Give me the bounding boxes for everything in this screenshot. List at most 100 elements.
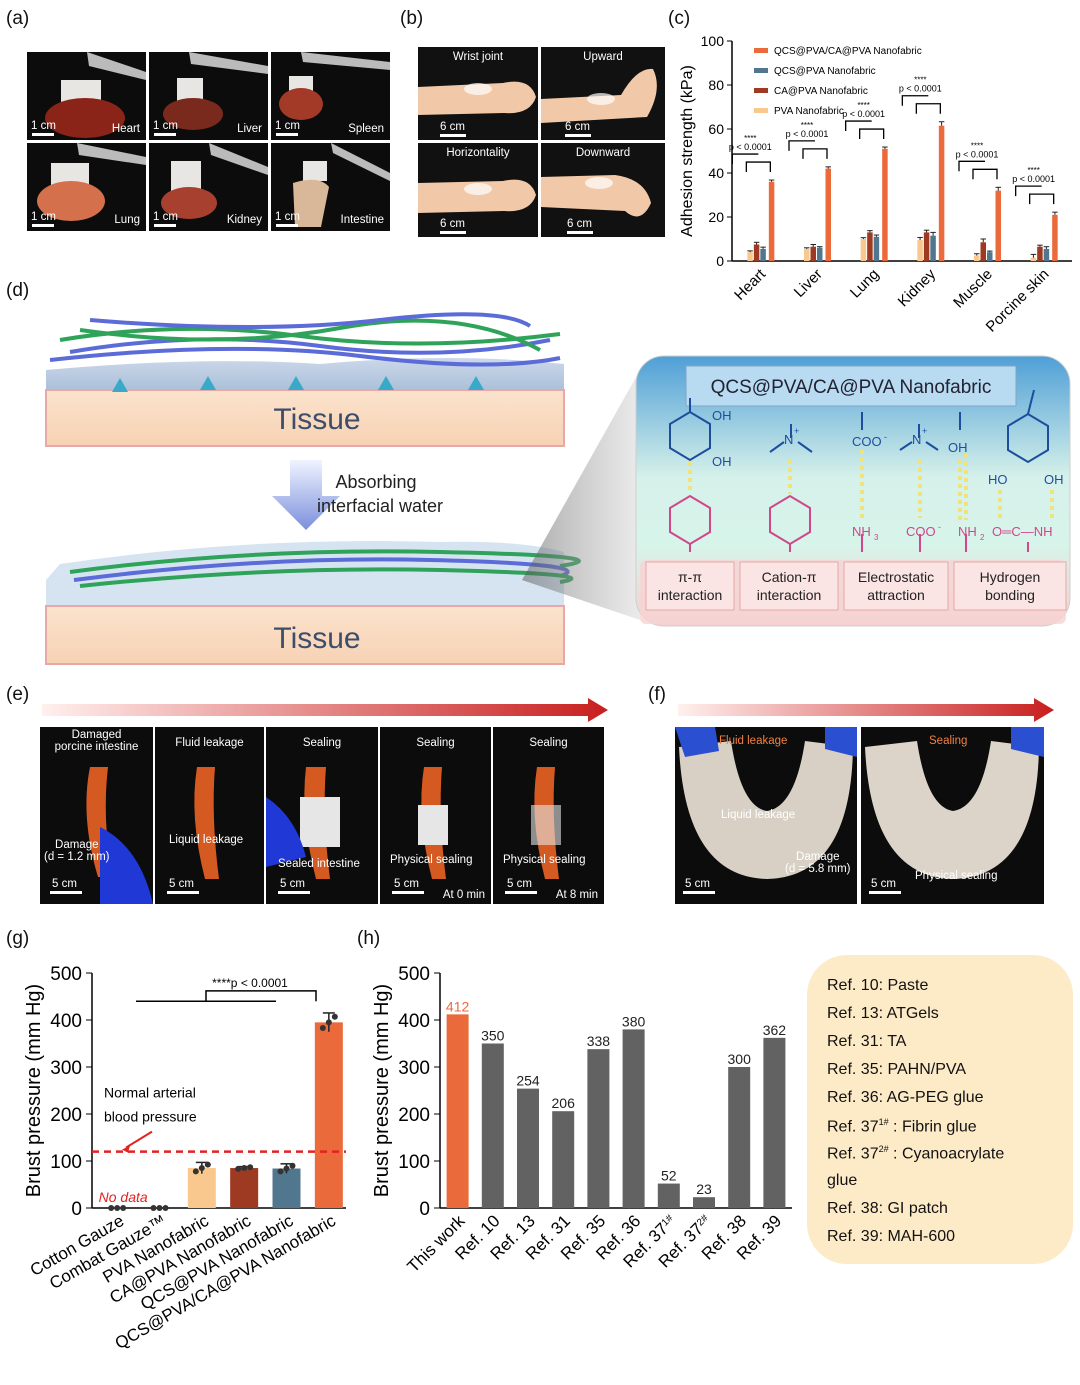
photo-label: Horizontality xyxy=(446,147,510,159)
legend-swatch xyxy=(754,108,768,113)
y-tick-label: 100 xyxy=(701,33,725,49)
scale-bar xyxy=(392,891,424,894)
legend-swatch xyxy=(754,88,768,93)
sig-bracket xyxy=(745,161,771,173)
top-tissue-block xyxy=(45,358,565,447)
no-data-label: No data xyxy=(99,1189,148,1205)
adhesion-mechanism-schematic: Tissue Absorbing interfacial water Tissu… xyxy=(45,312,1071,665)
bar xyxy=(552,1111,575,1208)
oh-label: OH xyxy=(712,454,732,469)
panel-label-c: (c) xyxy=(668,8,691,29)
arm-image xyxy=(418,179,536,213)
tissue-sample-image xyxy=(161,143,268,219)
oh-label: OH xyxy=(948,440,968,455)
tissue-sample-image xyxy=(45,52,146,138)
skin-image xyxy=(675,727,857,879)
oh-label: OH xyxy=(1044,472,1064,487)
data-label: 350 xyxy=(481,1028,505,1044)
sig-stars: **** xyxy=(914,76,926,85)
intestine-image xyxy=(266,767,340,879)
scale-bar xyxy=(683,891,715,894)
bar xyxy=(860,239,867,261)
legend-label: QCS@PVA/CA@PVA Nanofabric xyxy=(774,46,922,57)
legend-swatch xyxy=(754,48,768,53)
interaction-type: interaction xyxy=(757,587,822,603)
legend-item: Ref. 10: Paste xyxy=(827,977,929,994)
interaction-type: Cation-π xyxy=(762,569,817,585)
legend-swatch xyxy=(754,68,768,73)
organ-label: Intestine xyxy=(340,214,384,226)
legend-label: QCS@PVA Nanofabric xyxy=(774,66,876,77)
scale-bar xyxy=(32,224,54,227)
scale-label: 6 cm xyxy=(565,121,590,133)
intestine-photo-4: Sealing Physical sealing 5 cm At 0 min xyxy=(380,727,491,904)
sig-bracket xyxy=(802,148,828,159)
photo-mid-label: Physical sealing xyxy=(390,854,473,866)
y-tick-label: 200 xyxy=(50,1105,82,1126)
skin-image xyxy=(865,727,1044,879)
legend-item: Ref. 13: ATGels xyxy=(827,1005,939,1022)
intestine-photo-1: Damaged porcine intestine Damage (d = 1.… xyxy=(40,727,153,904)
organ-label: Heart xyxy=(111,123,140,135)
scale-bar xyxy=(505,891,537,894)
scale-label: 1 cm xyxy=(31,211,56,223)
scale-bar xyxy=(276,133,298,136)
panel-label-a: (a) xyxy=(6,8,30,29)
scale-bar xyxy=(154,224,176,227)
data-label: 23 xyxy=(696,1181,712,1197)
bar xyxy=(230,1168,259,1208)
scale-bar xyxy=(50,891,82,894)
photo-mid-label: Physical sealing xyxy=(915,870,998,882)
intestine-photo-5: Sealing Physical sealing 5 cm At 8 min xyxy=(493,727,604,904)
y-tick-label: 400 xyxy=(50,1011,82,1032)
y-tick-label: 500 xyxy=(50,964,82,985)
data-point xyxy=(283,1165,290,1172)
panel-label-d: (d) xyxy=(6,280,30,301)
y-axis-label: Adhesion strength (kPa) xyxy=(679,65,696,237)
bar xyxy=(825,168,831,261)
panel-label-f: (f) xyxy=(648,684,666,705)
bar xyxy=(995,190,1001,261)
legend-item: Ref. 39: MAH-600 xyxy=(827,1228,956,1245)
scale-label: 5 cm xyxy=(507,878,532,890)
photo-top-label: Sealing xyxy=(529,737,568,749)
bar xyxy=(1052,214,1058,261)
legend-desc: : Fibrin glue xyxy=(888,1118,977,1136)
tissue-sample-image xyxy=(293,143,390,227)
scale-label: 6 cm xyxy=(440,121,465,133)
wrist-photo-upward: Upward 6 cm xyxy=(541,47,665,140)
scale-bar xyxy=(276,224,298,227)
sig-bracket xyxy=(731,153,759,165)
y-tick-label: 300 xyxy=(50,1058,82,1079)
data-label: 206 xyxy=(552,1095,576,1111)
bar xyxy=(867,232,873,261)
scale-bar xyxy=(278,891,310,894)
scale-label: 5 cm xyxy=(394,878,419,890)
photo-top-label: Damaged porcine intestine xyxy=(54,729,139,753)
nanofiber-network-top xyxy=(49,312,561,367)
reference-legend-box: Ref. 10: Paste Ref. 13: ATGels Ref. 31: … xyxy=(807,955,1073,1264)
bar xyxy=(587,1049,610,1208)
intestine-photo-2: Fluid leakage Liquid leakage 5 cm xyxy=(155,727,264,904)
scale-label: 5 cm xyxy=(52,878,77,890)
sig-p: p < 0.0001 xyxy=(842,109,885,119)
bottom-tissue-block xyxy=(45,540,581,665)
photo-label: Downward xyxy=(575,147,631,159)
scale-bar xyxy=(869,891,901,894)
bar xyxy=(314,1022,343,1208)
data-point xyxy=(235,1165,242,1172)
nh2-label: NH xyxy=(958,524,977,539)
tissue-sample-image xyxy=(37,143,146,221)
y-tick-label: 400 xyxy=(398,1011,430,1032)
scale-label: 6 cm xyxy=(440,218,465,230)
legend-sup: 1# xyxy=(878,1117,889,1127)
wrist-photo-downward: Downward 6 cm xyxy=(541,143,665,237)
oh-label: OH xyxy=(712,408,732,423)
coo-label: COO xyxy=(852,434,882,449)
absorb-arrow xyxy=(272,460,340,530)
sig-bracket xyxy=(845,120,872,132)
subscript: 3 xyxy=(874,533,879,542)
coo-label: COO xyxy=(906,524,936,539)
